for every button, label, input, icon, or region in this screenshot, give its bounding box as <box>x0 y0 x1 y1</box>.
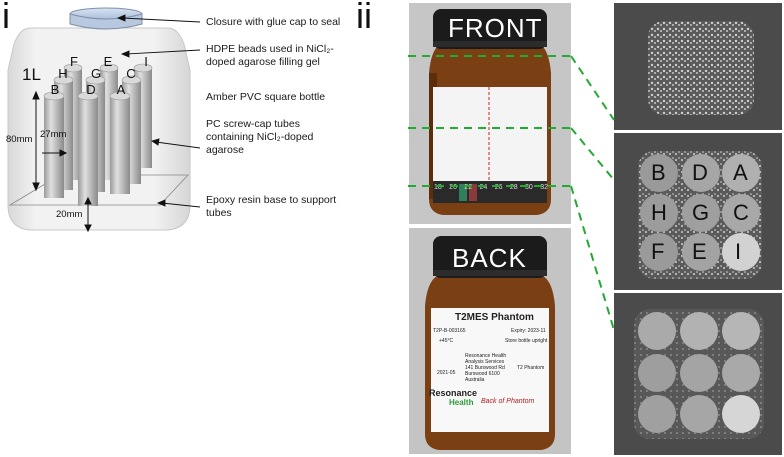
tube-letter-a: A <box>117 82 126 97</box>
dim-height-label: 80mm <box>6 134 32 145</box>
callout-pc-tubes: PC screw-cap tubes containing NiCl₂-dope… <box>206 118 313 157</box>
dim-base-label: 20mm <box>56 209 82 220</box>
volume-label: 1L <box>22 65 41 84</box>
tube-letter-c: C <box>126 66 135 81</box>
bottle-diagram: F E I H G C B D A 1L 80mm 27mm 20mm <box>0 0 200 240</box>
tube-letter-h: H <box>58 66 67 81</box>
tube-letter-d: D <box>86 82 95 97</box>
dim-spacing-label: 27mm <box>40 129 66 140</box>
callout-hdpe-beads: HDPE beads used in NiCl₂- doped agarose … <box>206 43 334 69</box>
callout-closure: Closure with glue cap to seal <box>206 16 340 29</box>
callout-epoxy-base: Epoxy resin base to support tubes <box>206 194 336 220</box>
panel-ii-label: ii <box>356 0 372 34</box>
slice-connectors <box>400 0 784 457</box>
tube-letter-b: B <box>51 82 60 97</box>
callout-amber-bottle: Amber PVC square bottle <box>206 91 325 104</box>
tube-letter-i: I <box>144 54 148 69</box>
tubes-front-row <box>44 92 130 206</box>
tube-letter-g: G <box>91 66 101 81</box>
tube-letter-f: F <box>70 54 78 69</box>
tube-letter-e: E <box>104 54 113 69</box>
